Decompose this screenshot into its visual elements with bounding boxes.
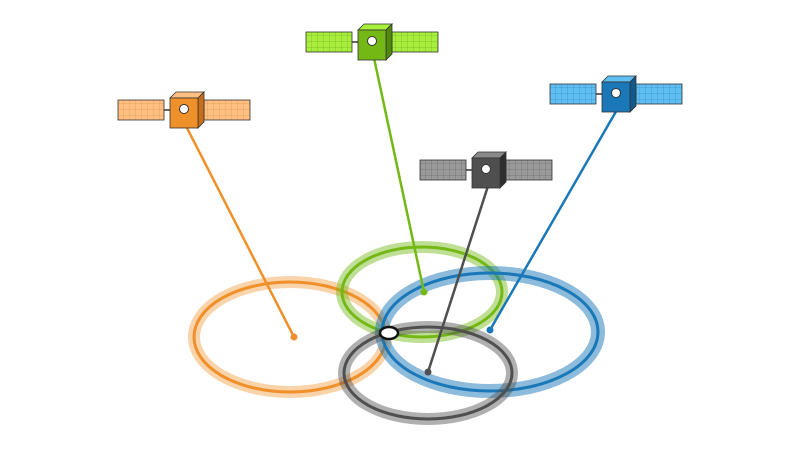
green-range-ring [336,241,508,343]
blue-ground-point [486,326,494,334]
orange-satellite-icon [117,91,251,129]
intersection-marker [378,325,400,341]
green-ground-point [420,288,428,296]
gray-satellite-icon [419,151,553,189]
gray-range-ring [338,321,518,425]
orange-signal-line [184,125,296,338]
blue-signal-line [488,107,620,331]
gray-ground-point [424,368,432,376]
orange-range-ring [188,276,392,398]
signal-lines [184,57,620,376]
blue-satellite-icon [549,75,683,113]
green-satellite-icon [305,23,439,61]
orange-ground-point [290,333,298,341]
green-signal-line [372,57,426,293]
gray-signal-line [426,185,490,373]
